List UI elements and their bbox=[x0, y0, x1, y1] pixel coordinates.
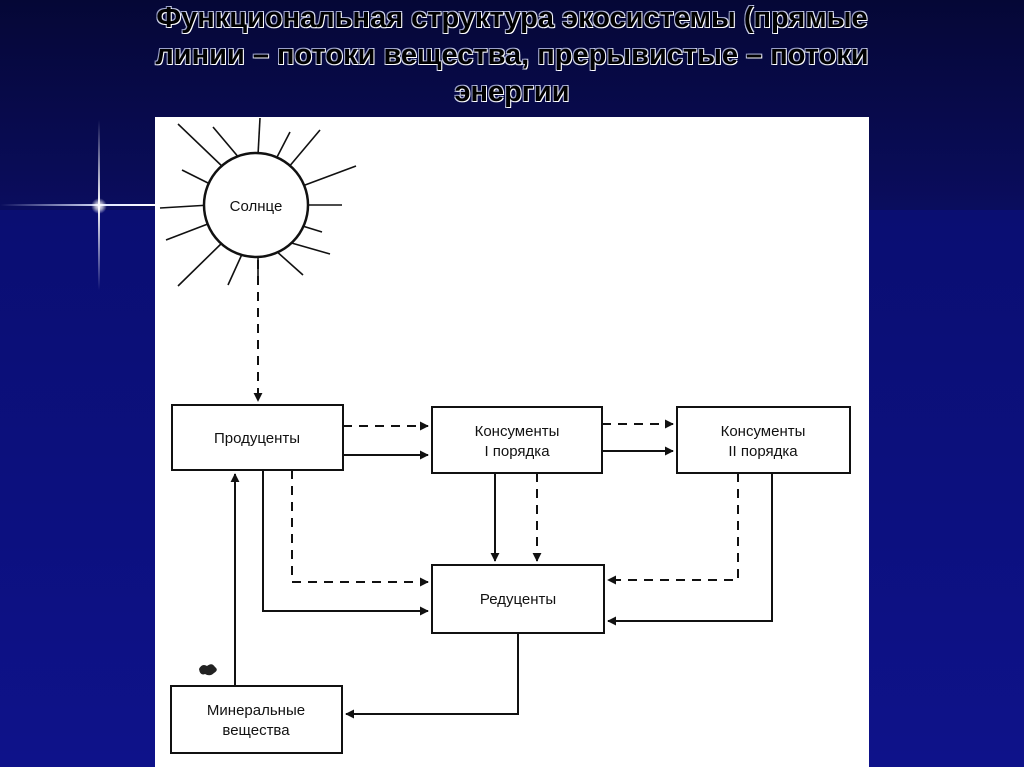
energy-arrow-producers-to-decomposers bbox=[291, 470, 429, 587]
consumers-2-label-line2: II порядка bbox=[728, 443, 798, 460]
matter-arrow-decomposers-to-minerals bbox=[345, 633, 519, 719]
ink-blot bbox=[199, 664, 217, 676]
matter-arrow-producers-to-decomposers bbox=[262, 470, 429, 616]
consumers-1-label-line2: I порядка bbox=[484, 443, 550, 460]
energy-arrow-consumers-2-to-decomposers bbox=[607, 473, 739, 585]
consumers-1-node: Консументы I порядка bbox=[431, 406, 603, 474]
consumers-2-node: Консументы II порядка bbox=[676, 406, 851, 474]
sun-label: Солнце bbox=[230, 198, 283, 215]
title-line-1: Функциональная структура экосистемы (пря… bbox=[156, 2, 868, 34]
sun-rays-icon bbox=[159, 117, 357, 287]
matter-arrow-consumers-2-to-decomposers bbox=[607, 473, 773, 626]
consumers-1-label-line1: Консументы bbox=[475, 423, 560, 440]
producers-label: Продуценты bbox=[214, 430, 300, 447]
energy-flows bbox=[253, 260, 739, 587]
consumers-2-label-line1: Консументы bbox=[721, 423, 806, 440]
sun-node: Солнце bbox=[159, 117, 357, 287]
minerals-label-line2: вещества bbox=[222, 722, 290, 739]
decomposers-label: Редуценты bbox=[480, 591, 556, 608]
title-line-2: линии – потоки вещества, прерывистые – п… bbox=[155, 39, 869, 71]
producers-node: Продуценты bbox=[171, 404, 344, 471]
slide-title: Функциональная структура экосистемы (пря… bbox=[40, 0, 984, 111]
decomposers-node: Редуценты bbox=[431, 564, 605, 634]
sparkle-icon bbox=[91, 198, 107, 214]
sparkle-horizontal-line bbox=[0, 204, 300, 206]
title-line-3: энергии bbox=[454, 76, 570, 108]
minerals-node: Минеральные вещества bbox=[170, 685, 343, 754]
matter-flows bbox=[230, 446, 773, 719]
minerals-label-line1: Минеральные bbox=[207, 702, 305, 719]
